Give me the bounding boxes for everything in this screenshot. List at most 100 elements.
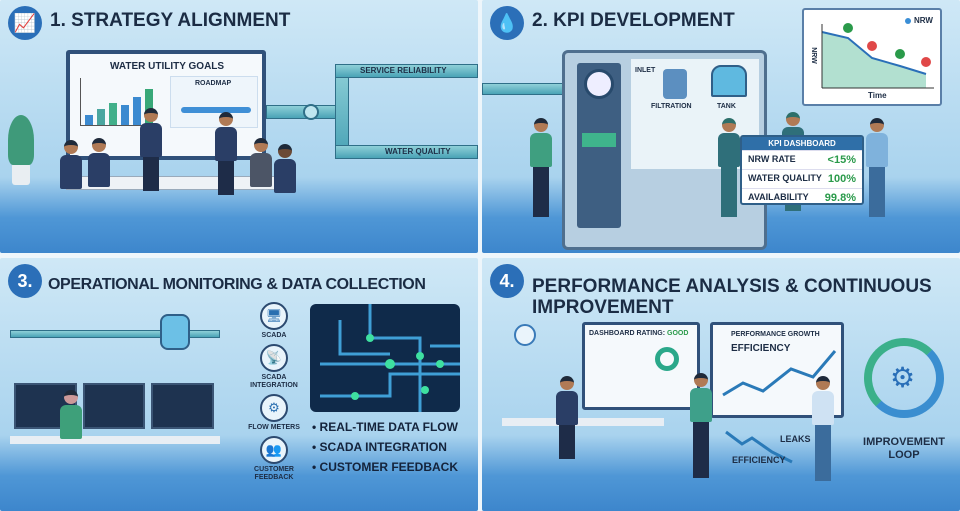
desk [502, 418, 664, 426]
analyst-person [556, 376, 578, 459]
inlet-label: INLET [635, 67, 656, 74]
filtration-label: FILTRATION [651, 103, 692, 110]
legend-marker [905, 18, 911, 24]
network-lines [320, 304, 460, 412]
kpi-label: NRW RATE [748, 154, 796, 164]
water-drop-icon [303, 104, 319, 120]
scada-monitor-icon: 🖥 [260, 302, 288, 330]
source-label: CUSTOMER FEEDBACK [254, 466, 294, 481]
bullet-item: • SCADA INTEGRATION [312, 440, 447, 454]
desk [10, 436, 220, 444]
valve-icon: ⚙ [260, 394, 288, 422]
tank [711, 65, 747, 97]
roadmap-label: ROADMAP [195, 80, 232, 87]
alert-icon [921, 57, 931, 67]
attendee-person [274, 144, 296, 193]
gauge-icon [584, 69, 614, 99]
nrw-chart [821, 18, 934, 89]
pipe-label: SERVICE RELIABILITY [360, 66, 447, 75]
bullet-text: CUSTOMER FEEDBACK [319, 460, 458, 474]
panel-performance-analysis: 4. PERFORMANCE ANALYSIS & CONTINUOUS IMP… [482, 258, 960, 511]
attendee-person [250, 138, 272, 187]
kpi-value: 99.8% [824, 192, 856, 204]
pipeline-graphic [10, 330, 220, 338]
antenna-icon: 📡 [260, 344, 288, 372]
people-icon: 👥 [260, 436, 288, 464]
data-network-map [310, 304, 460, 412]
clock-icon [514, 324, 536, 346]
presenter-person [690, 373, 712, 478]
presenter-person [140, 108, 162, 191]
rating-value: GOOD [667, 330, 689, 337]
kpi-label: WATER QUALITY [748, 173, 822, 183]
growth-title: PERFORMANCE GROWTH [731, 331, 820, 338]
growth-label: EFFICIENCY [731, 343, 791, 354]
downward-arrow [725, 430, 793, 464]
bullet-item: • REAL-TIME DATA FLOW [312, 420, 458, 434]
dashboard-rating: DASHBOARD RATING: GOOD [589, 330, 688, 337]
inlet-pipe [482, 83, 567, 95]
leaks-label: LEAKS [780, 434, 811, 444]
screen-title: WATER UTILITY GOALS [110, 61, 225, 72]
bullet-item: • CUSTOMER FEEDBACK [312, 460, 458, 474]
growth-line [722, 350, 837, 397]
check-icon [895, 49, 905, 59]
kpi-dashboard-title: KPI DASHBOARD [742, 137, 862, 150]
process-diagram: INLET FILTRATION TANK [631, 59, 759, 169]
efficiency-label: EFFICIENCY [732, 455, 786, 465]
improvement-loop-icon: ⚙ [864, 338, 944, 418]
presenter-person [812, 376, 834, 481]
source-label: SCADA [261, 332, 287, 339]
x-axis-label: Time [868, 91, 887, 100]
monitor [82, 383, 146, 429]
panel-number-badge: 4. [490, 264, 524, 298]
tank-label: TANK [717, 103, 736, 110]
panel-title-text: STRATEGY ALIGNMENT [71, 10, 291, 31]
y-axis-label: NRW [809, 47, 817, 64]
panel-kpi-development: 💧 2. KPI DEVELOPMENT INLET FILTRATION TA… [482, 0, 960, 253]
gear-icon: ⚙ [890, 362, 916, 393]
water-drop-icon: 💧 [490, 6, 524, 40]
legend-label: NRW [914, 16, 933, 25]
kpi-label: AVAILABILITY [748, 192, 809, 202]
panel-title-text: KPI DEVELOPMENT [553, 10, 735, 31]
nrw-line [821, 31, 927, 75]
panel-title: PERFORMANCE ANALYSIS & CONTINUOUS IMPROV… [532, 276, 932, 318]
panel-number: 1. [50, 10, 66, 31]
operator-person [530, 118, 552, 217]
panel-number-badge: 3. [8, 264, 42, 298]
kpi-row: AVAILABILITY 99.8% [742, 188, 862, 207]
roadmap-graphic: ROADMAP [170, 76, 258, 128]
bullet-text: REAL-TIME DATA FLOW [319, 420, 458, 434]
alert-icon [867, 41, 877, 51]
kpi-dashboard-board: KPI DASHBOARD NRW RATE <15% WATER QUALITY… [740, 135, 864, 205]
tank [160, 314, 190, 350]
bar-chart-graphic [80, 78, 160, 126]
panel-title: 1. STRATEGY ALIGNMENT [50, 10, 290, 31]
presenter-person [215, 112, 237, 195]
filtration-unit [663, 69, 687, 99]
panel-title: OPERATIONAL MONITORING & DATA COLLECTION [48, 276, 426, 293]
dashboard-screen: DASHBOARD RATING: GOOD [582, 322, 700, 410]
kpi-value: <15% [827, 154, 856, 166]
source-label: SCADA INTEGRATION [250, 374, 298, 389]
improvement-loop-label: IMPROVEMENT LOOP [863, 436, 945, 461]
performance-growth-screen: PERFORMANCE GROWTH EFFICIENCY [710, 322, 844, 418]
monitor [151, 383, 215, 429]
attendee-person [60, 140, 82, 189]
gauges-column [577, 63, 621, 228]
source-label: FLOW METERS [248, 424, 300, 431]
pipe-water-quality [335, 145, 478, 159]
growth-line-chart [722, 350, 837, 397]
panel-strategy-alignment: 📈 1. STRATEGY ALIGNMENT WATER UTILITY GO… [0, 0, 478, 253]
kpi-row: NRW RATE <15% [742, 150, 862, 169]
check-icon [843, 23, 853, 33]
panel-title: 2. KPI DEVELOPMENT [532, 10, 735, 31]
pipe-label: WATER QUALITY [385, 147, 451, 156]
nrw-chart-window: NRW NRW Time [802, 8, 942, 106]
panel-operational-monitoring: 3. OPERATIONAL MONITORING & DATA COLLECT… [0, 258, 478, 511]
analyst-person [866, 118, 888, 217]
operator-person [60, 390, 82, 439]
attendee-person [88, 138, 110, 187]
